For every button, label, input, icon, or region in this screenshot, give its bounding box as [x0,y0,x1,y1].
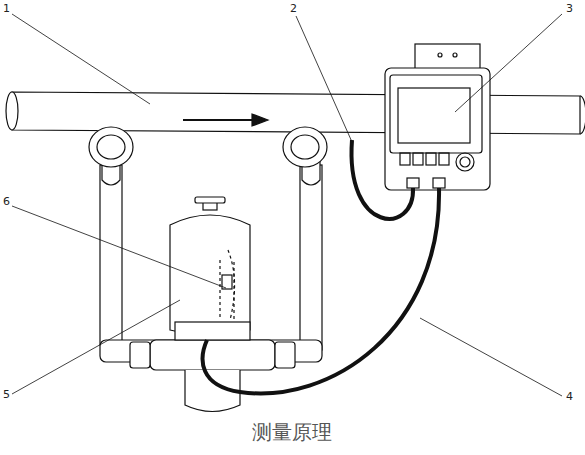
housing-base [175,322,250,340]
union-nut [275,342,295,368]
cable-gland [433,178,445,188]
callout-number: 5 [3,389,10,401]
callout-number: 3 [566,3,573,15]
bypass-pipe [300,165,322,350]
leader-line [420,318,562,396]
cable-gland [407,178,419,188]
flow-arrow-head [252,114,268,126]
leader-line [12,206,226,288]
housing-knob [195,197,225,203]
screw [453,53,457,57]
transmitter-housing [385,68,490,190]
cable [203,188,439,393]
sensor-housing [170,215,250,335]
leader-line [12,14,150,104]
button [400,153,410,165]
caption: 测量原理 [252,420,332,444]
button [413,153,423,165]
callout-number: 2 [290,3,297,15]
button [426,153,436,165]
button [439,153,449,165]
union-nut [130,342,150,368]
leader-line [455,14,562,112]
display-screen [398,88,470,143]
valve-cap [89,127,133,167]
leader-line [296,16,352,142]
pipe-end [580,96,585,134]
pipe-end [6,92,18,130]
sensor-hidden [220,260,234,320]
callout-number: 4 [566,391,573,403]
valve-cap [283,127,327,167]
callout-number: 6 [3,196,10,208]
valve-cap-inner [97,135,125,159]
callout-number: 1 [3,3,10,15]
leader-line [12,300,180,394]
cable [352,140,414,219]
bypass-pipe [100,165,122,345]
transmitter-front [390,75,482,153]
main-pipe [12,92,580,134]
flow-cell [150,340,275,370]
valve-cap-inner [291,135,319,159]
knob [460,157,470,167]
sensor-hidden [228,250,235,320]
knob [456,153,474,171]
flow-arrow [183,119,258,121]
screw [438,53,442,57]
